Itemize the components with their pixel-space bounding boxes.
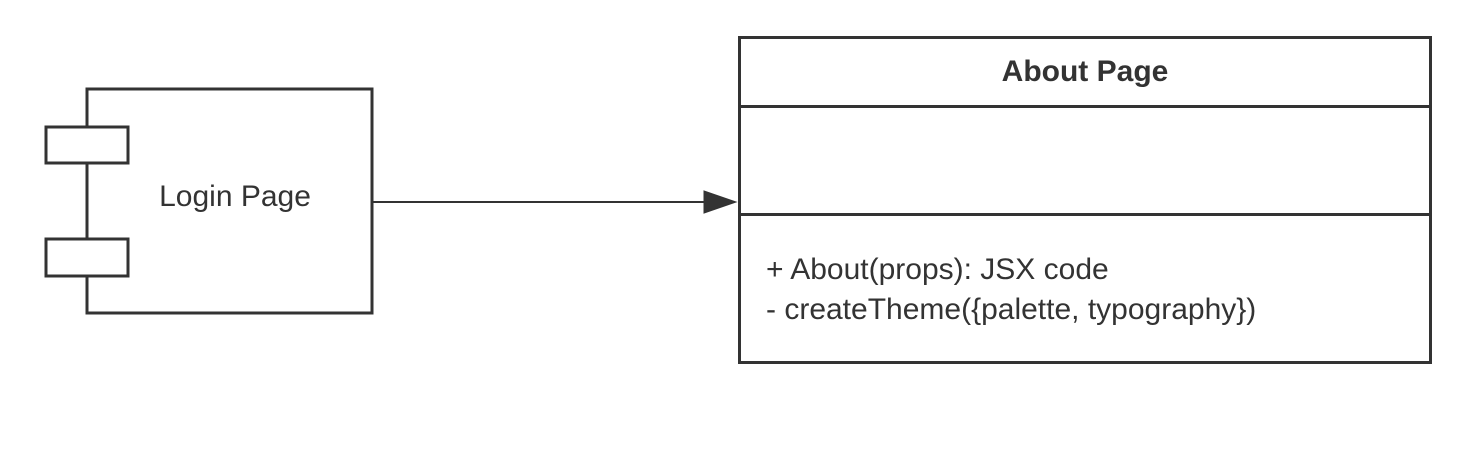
component-name-label: Login Page xyxy=(159,180,311,213)
class-operations-compartment: + About(props): JSX code - createTheme({… xyxy=(741,216,1429,330)
component-body[interactable] xyxy=(85,87,374,315)
component-port-top xyxy=(44,125,130,165)
component-port-bottom xyxy=(44,237,130,278)
class-name-header: About Page xyxy=(741,39,1429,108)
class-box-about-page[interactable]: About Page + About(props): JSX code - cr… xyxy=(738,36,1432,364)
class-operation: - createTheme({palette, typography}) xyxy=(766,293,1257,326)
association-arrowhead xyxy=(703,190,738,214)
class-attributes-compartment xyxy=(741,108,1429,216)
class-operation: + About(props): JSX code xyxy=(766,253,1109,286)
